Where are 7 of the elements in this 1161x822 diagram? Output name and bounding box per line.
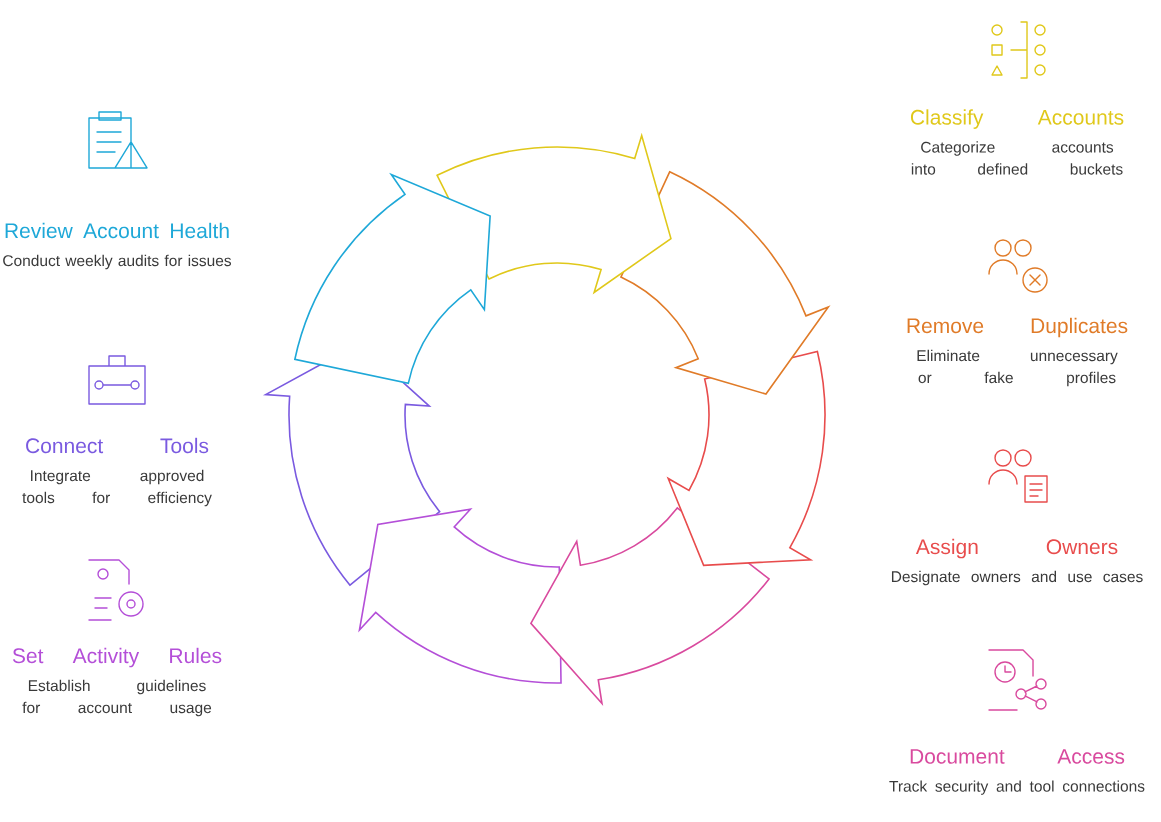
step-label: Review Account Health Conduct weekly audits for issues — [3, 222, 232, 270]
step-label: Set Activity Rules Establish guidelines for account usage — [12, 647, 222, 717]
step-label: Document Access Track security and tool connections — [889, 749, 1145, 795]
step-label: Connect Tools Integrate approved tools for efficiency — [22, 437, 212, 507]
step-label: Classify Accounts Categorize accounts into defined buckets — [910, 109, 1124, 175]
step-label: Assign Owners Designate owners and use cases — [892, 538, 1143, 586]
step-label: Remove Duplicates Eliminate unnecessary or fake profiles — [907, 317, 1128, 387]
